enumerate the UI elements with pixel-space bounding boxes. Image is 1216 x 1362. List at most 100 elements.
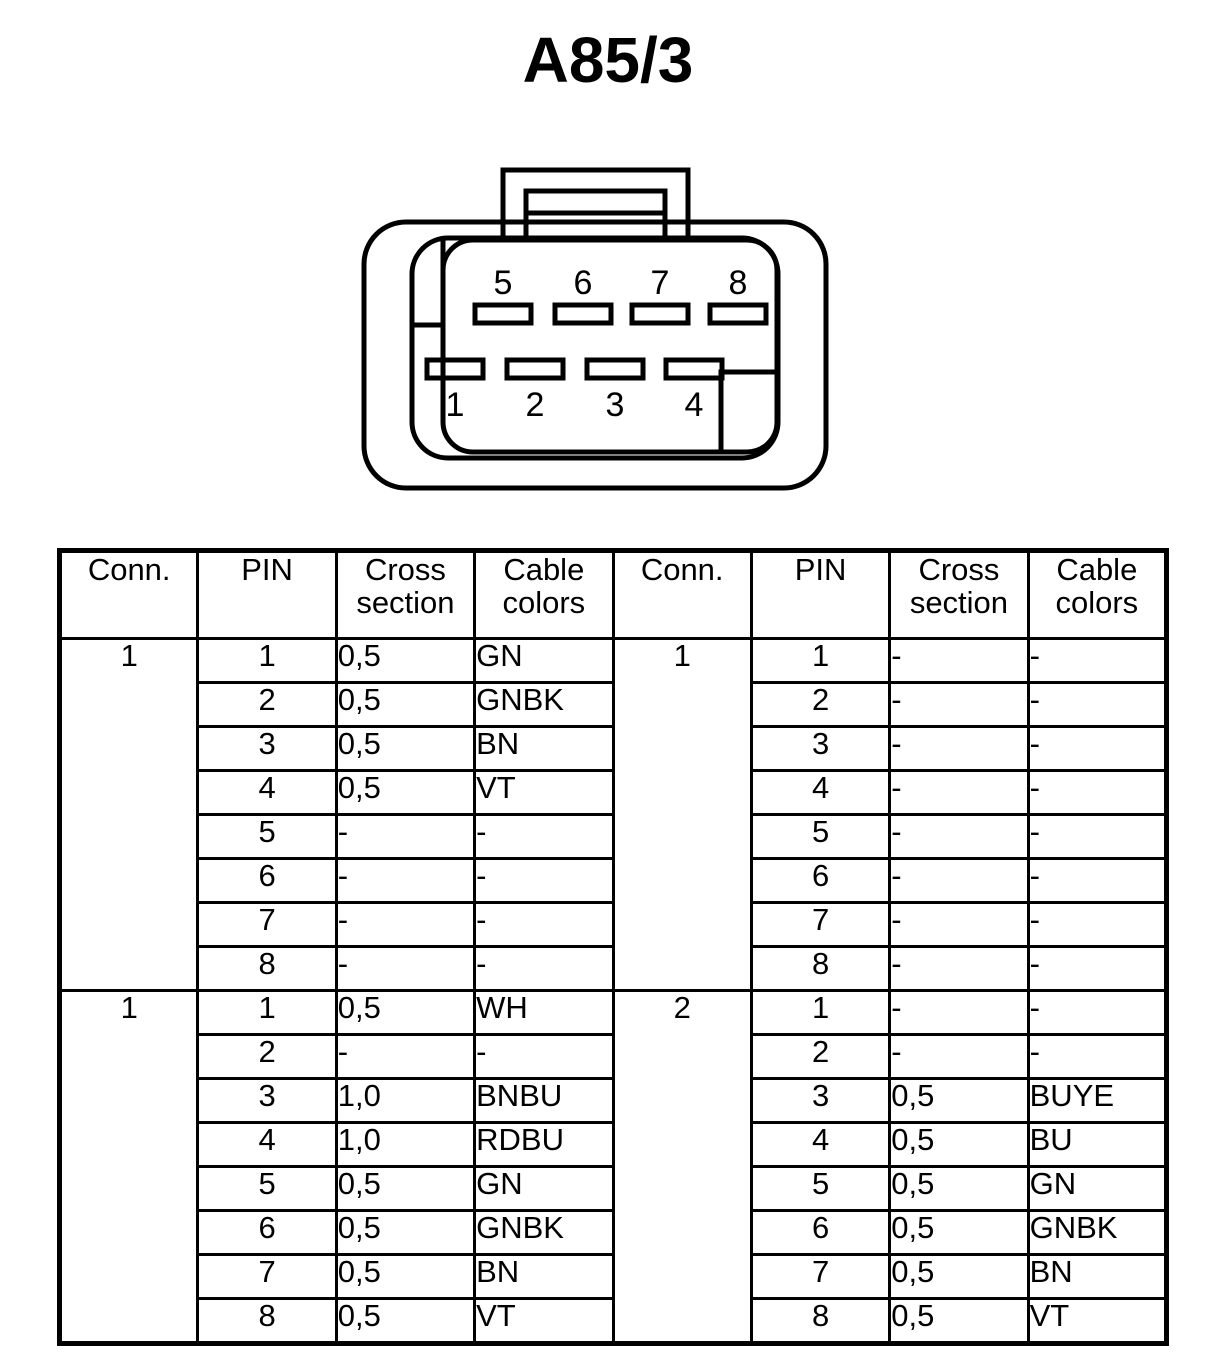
pin-slot-2 xyxy=(504,357,566,381)
cell-cross-right: - xyxy=(888,857,1030,904)
cell-pin-left: 7 xyxy=(196,901,338,948)
table-row: 2--2-- xyxy=(60,1033,1169,1080)
pin-label-5: 5 xyxy=(494,264,513,302)
cell-pin-right: 5 xyxy=(749,1165,892,1212)
pin-slot-1 xyxy=(424,357,486,381)
cell-color-right: - xyxy=(1026,681,1169,728)
header-cross-section-left: Cross section xyxy=(334,549,477,640)
cell-pin-right: 8 xyxy=(749,1297,892,1345)
cell-color-right: - xyxy=(1026,989,1169,1036)
table-header-row: Conn. PIN Cross section Cable colors Con… xyxy=(57,549,1169,640)
cell-color-left: GN xyxy=(473,637,615,684)
cell-color-right: - xyxy=(1026,725,1169,772)
pin-label-4: 4 xyxy=(685,386,704,424)
cell-cross-left: 1,0 xyxy=(334,1121,477,1168)
header-color-line1: Cable xyxy=(1056,552,1138,587)
connector-svg: 5 6 7 8 1 2 3 4 xyxy=(361,167,829,491)
header-pin-right: PIN xyxy=(749,549,892,640)
cell-cross-left: - xyxy=(334,945,477,992)
cell-pin-right: 2 xyxy=(749,681,892,728)
cell-pin-left: 6 xyxy=(196,1209,338,1256)
cell-color-right: GN xyxy=(1026,1165,1169,1212)
cell-color-left: GNBK xyxy=(473,1209,615,1256)
wiring-table-body: Conn. PIN Cross section Cable colors Con… xyxy=(57,549,1169,1345)
cell-color-left: VT xyxy=(473,769,615,816)
cell-color-left: GNBK xyxy=(473,681,615,728)
cell-color-left: GN xyxy=(473,1165,615,1212)
wiring-table-container: Conn. PIN Cross section Cable colors Con… xyxy=(57,548,1169,1346)
cell-cross-left: 0,5 xyxy=(334,1253,477,1300)
connector-mating-face xyxy=(440,237,780,455)
cell-color-right: BUYE xyxy=(1026,1077,1169,1124)
header-color-line2: colors xyxy=(502,585,586,621)
cell-color-left: - xyxy=(473,945,615,992)
pin-label-3: 3 xyxy=(606,386,625,424)
cell-color-left: - xyxy=(473,857,615,904)
cell-color-left: WH xyxy=(473,989,615,1036)
connector-latch-inner xyxy=(523,188,668,242)
cell-cross-left: 0,5 xyxy=(334,725,477,772)
cell-color-right: GNBK xyxy=(1026,1209,1169,1256)
pin-slot-8 xyxy=(707,302,769,326)
header-pin-left: PIN xyxy=(196,549,338,640)
pin-label-8: 8 xyxy=(729,264,748,302)
header-cable-colors-left: Cable colors xyxy=(473,549,615,640)
cell-pin-right: 2 xyxy=(749,1033,892,1080)
cell-cross-right: - xyxy=(888,945,1030,992)
cell-cross-left: 0,5 xyxy=(334,681,477,728)
cell-pin-left: 2 xyxy=(196,681,338,728)
cell-conn-left: 1 xyxy=(57,989,200,1345)
cell-color-right: - xyxy=(1026,813,1169,860)
cell-color-left: - xyxy=(473,813,615,860)
cell-cross-left: 0,5 xyxy=(334,989,477,1036)
cell-color-right: BN xyxy=(1026,1253,1169,1300)
cell-color-right: - xyxy=(1026,1033,1169,1080)
cell-cross-right: 0,5 xyxy=(888,1165,1030,1212)
cell-cross-right: 0,5 xyxy=(888,1077,1030,1124)
cell-cross-right: - xyxy=(888,769,1030,816)
cell-cross-right: 0,5 xyxy=(888,1121,1030,1168)
cell-color-left: BNBU xyxy=(473,1077,615,1124)
cell-color-left: RDBU xyxy=(473,1121,615,1168)
cell-cross-right: - xyxy=(888,725,1030,772)
cell-pin-right: 6 xyxy=(749,857,892,904)
header-cross-line2: section xyxy=(909,585,1009,621)
cell-cross-right: - xyxy=(888,1033,1030,1080)
cell-pin-right: 7 xyxy=(749,901,892,948)
connector-latch-outer xyxy=(500,167,691,242)
pin-slot-6 xyxy=(552,302,614,326)
header-conn-right: Conn. xyxy=(611,549,753,640)
cell-pin-left: 7 xyxy=(196,1253,338,1300)
cell-color-left: VT xyxy=(473,1297,615,1345)
cell-conn-left: 1 xyxy=(57,637,200,992)
cell-cross-right: 0,5 xyxy=(888,1253,1030,1300)
cell-cross-left: 1,0 xyxy=(334,1077,477,1124)
cell-cross-left: 0,5 xyxy=(334,1209,477,1256)
cell-pin-left: 1 xyxy=(196,637,338,684)
cell-pin-right: 7 xyxy=(749,1253,892,1300)
cell-cross-right: 0,5 xyxy=(888,1209,1030,1256)
cell-color-right: - xyxy=(1026,769,1169,816)
cell-pin-left: 6 xyxy=(196,857,338,904)
cell-cross-right: - xyxy=(888,989,1030,1036)
cell-color-right: BU xyxy=(1026,1121,1169,1168)
header-color-line1: Cable xyxy=(503,552,585,587)
connector-outer-shell xyxy=(361,219,829,491)
cell-cross-left: - xyxy=(334,1033,477,1080)
pin-slot-7 xyxy=(629,302,691,326)
cell-color-right: - xyxy=(1026,857,1169,904)
pin-label-6: 6 xyxy=(574,264,593,302)
header-cable-colors-right: Cable colors xyxy=(1026,549,1169,640)
cell-cross-right: - xyxy=(888,681,1030,728)
cell-pin-left: 1 xyxy=(196,989,338,1036)
cell-cross-left: - xyxy=(334,857,477,904)
cell-cross-left: - xyxy=(334,901,477,948)
